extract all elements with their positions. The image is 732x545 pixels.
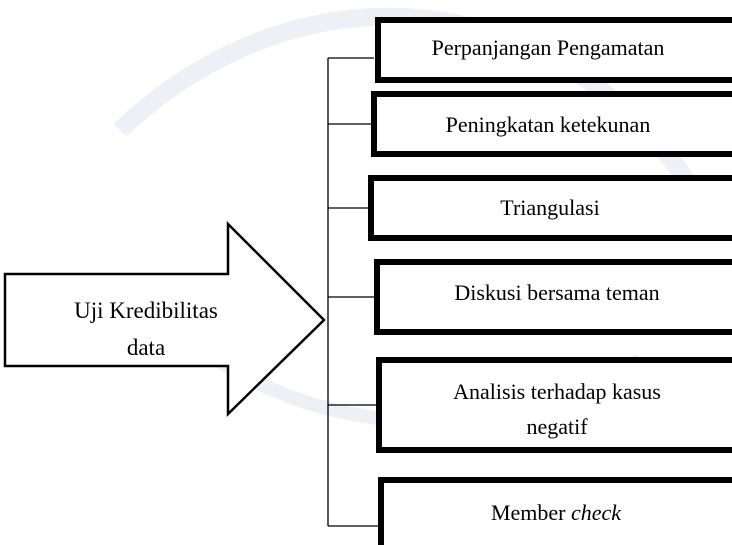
branch-item-3: Triangulasi	[328, 175, 732, 241]
branch-item-1: Perpanjangan Pengamatan	[328, 17, 732, 83]
item-label-check: check	[571, 500, 622, 525]
item-box	[371, 91, 732, 157]
source-label-line1: Uji Kredibilitas	[74, 298, 218, 323]
branch-item-4: Diskusi bersama teman	[328, 259, 732, 335]
branch-item-2: Peningkatan ketekunan	[328, 91, 732, 157]
branch-item-5: Analisis terhadap kasus negatif	[328, 357, 732, 453]
item-label-member-check: Member check	[491, 500, 622, 525]
item-box	[376, 357, 732, 453]
item-box	[378, 477, 732, 545]
source-label-line2: data	[127, 335, 165, 360]
source-arrow: Uji Kredibilitas data	[3, 220, 326, 417]
item-label-analisis-line2: negatif	[526, 414, 588, 439]
arrow-shape	[3, 220, 326, 417]
branch-item-6: Member check	[328, 477, 732, 545]
item-label-diskusi: Diskusi bersama teman	[454, 280, 659, 305]
item-label-peningkatan: Peningkatan ketekunan	[446, 112, 651, 137]
item-label-triangulasi: Triangulasi	[500, 195, 599, 220]
item-label-member: Member	[491, 500, 571, 525]
item-label-perpanjangan: Perpanjangan Pengamatan	[432, 35, 665, 60]
item-box	[375, 17, 732, 83]
item-label-analisis-line1: Analisis terhadap kasus	[453, 379, 661, 404]
item-box	[374, 259, 732, 335]
item-box	[368, 175, 732, 241]
